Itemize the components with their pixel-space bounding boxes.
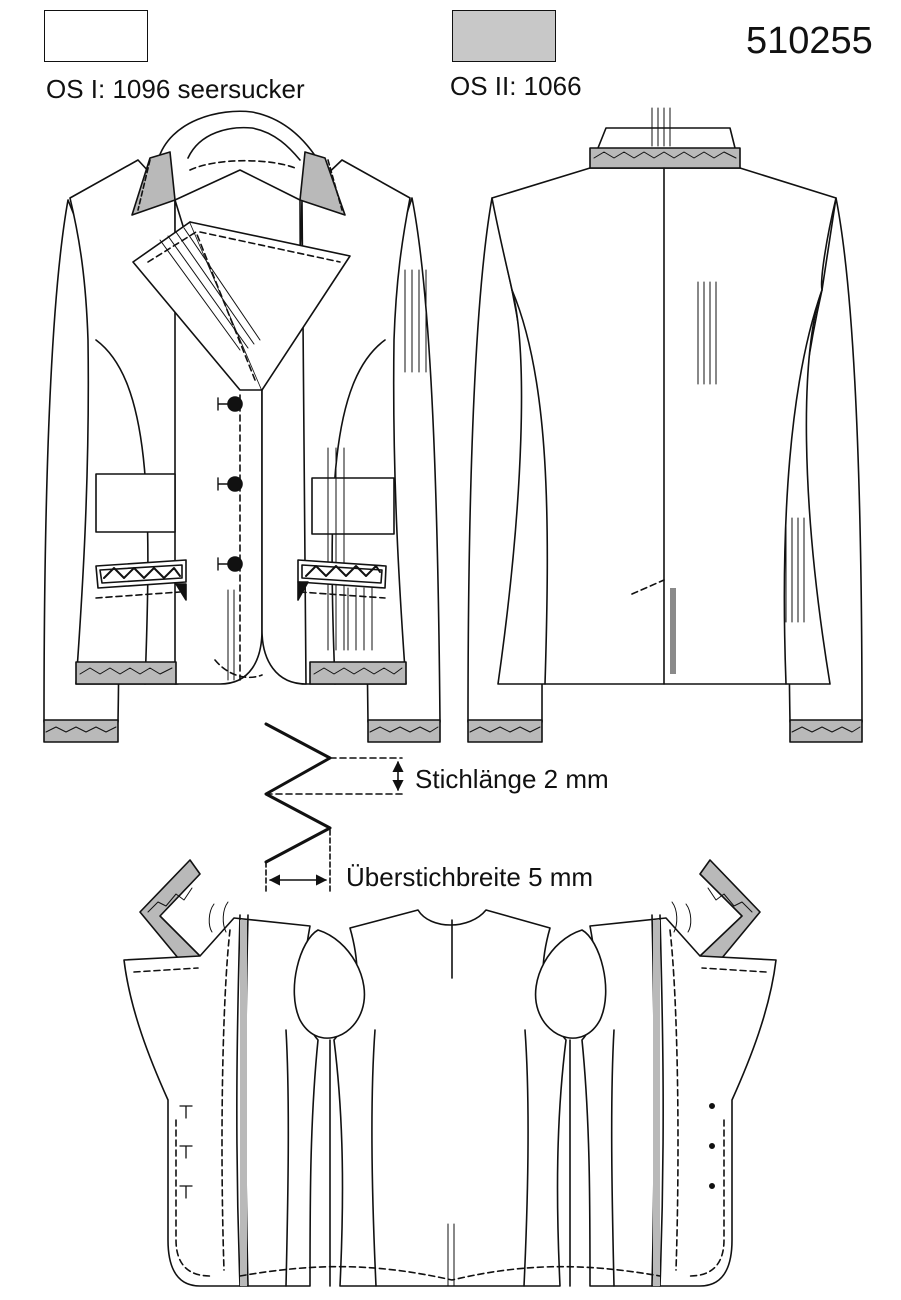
- model-number: 510255: [746, 20, 873, 62]
- stitch-length-label: Stichlänge 2 mm: [415, 764, 609, 794]
- jacket-inside-view: [123, 859, 777, 1287]
- jacket-front-view: [43, 110, 441, 743]
- stitch-detail-diagram: [264, 722, 404, 893]
- fabric-swatch-os2: [452, 10, 556, 62]
- fabric-label-os2: OS II: 1066: [450, 71, 582, 101]
- stitch-width-label: Überstichbreite 5 mm: [346, 862, 593, 892]
- fabric-swatch-os1: [44, 10, 148, 62]
- fabric-label-os1: OS I: 1096 seersucker: [46, 74, 305, 104]
- jacket-back-view: [467, 107, 863, 743]
